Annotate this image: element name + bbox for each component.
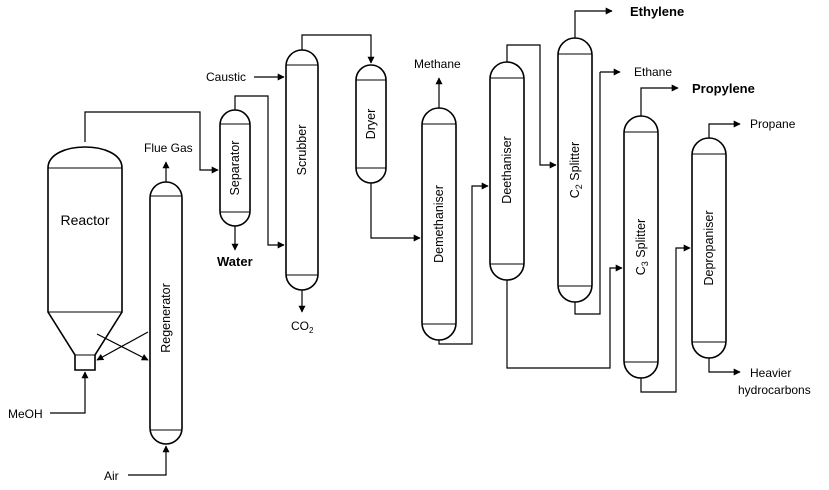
catalyst-to-regenerator-line [96, 333, 149, 361]
meoh-line [50, 371, 89, 414]
meoh-label: MeOH [8, 407, 43, 421]
regenerator: Regenerator [149, 181, 183, 445]
propane-line [708, 120, 741, 138]
catalyst-to-reactor-line [96, 331, 149, 361]
co2-label: CO2 [291, 319, 314, 335]
scrubber-to-dryer-line [301, 34, 375, 64]
c2-splitter-label-sub: 2 [574, 184, 584, 189]
ethane-bottoms-line [574, 72, 601, 315]
dryer-to-demethaniser-line [370, 183, 421, 242]
methane-label: Methane [414, 57, 461, 71]
demethaniser: Demethaniser [421, 107, 457, 341]
depropaniser-label: Depropaniser [702, 210, 716, 285]
co2-label-sub: 2 [309, 326, 314, 335]
c3-splitter-label-sub: 3 [640, 261, 650, 266]
propylene-line [640, 84, 679, 116]
separator-label: Separator [228, 141, 242, 196]
dryer: Dryer [355, 64, 387, 184]
c3-splitter: C3 Splitter [623, 115, 659, 379]
reactor-label: Reactor [60, 212, 109, 228]
flue-gas-label: Flue Gas [144, 141, 193, 155]
deethaniser-label: Deethaniser [500, 136, 514, 203]
heavier-hydrocarbons-line [708, 358, 741, 376]
separator-to-scrubber-line [234, 95, 285, 249]
co2-label-prefix: CO [291, 319, 309, 333]
c2-splitter-label-suffix: Splitter [568, 142, 582, 184]
c3-splitter-label-suffix: Splitter [634, 219, 648, 261]
demethaniser-label: Demethaniser [432, 185, 446, 263]
deethaniser-to-c2-splitter-line [506, 44, 557, 169]
caustic-label: Caustic [206, 70, 246, 84]
reactor: Reactor [47, 146, 123, 371]
ethylene-label: Ethylene [630, 4, 684, 19]
propane-label: Propane [750, 117, 796, 131]
air-label: Air [104, 469, 119, 483]
scrubber: Scrubber [285, 49, 319, 291]
separator: Separator [219, 109, 251, 227]
c2-splitter-label-prefix: C [568, 189, 582, 198]
demethaniser-to-deethaniser-line [438, 182, 489, 345]
ethane-label: Ethane [634, 65, 672, 79]
ethylene-line [574, 7, 613, 38]
c3-splitter-label-prefix: C [634, 266, 648, 275]
water-label: Water [217, 254, 253, 269]
c2-splitter-label: C2 Splitter [568, 142, 584, 198]
dryer-label: Dryer [364, 109, 378, 140]
air-line [128, 445, 170, 476]
heavier-label-line1: Heavier [750, 366, 791, 380]
c2-splitter: C2 Splitter [557, 37, 593, 303]
heavier-label-line2: hydrocarbons [738, 383, 811, 397]
deethaniser-to-c3-splitter-line [506, 264, 623, 369]
reactor-to-separator-line [84, 111, 219, 174]
regenerator-label: Regenerator [159, 283, 173, 353]
deethaniser: Deethaniser [489, 61, 525, 281]
c3-splitter-label: C3 Splitter [634, 219, 650, 275]
propylene-label: Propylene [692, 81, 755, 96]
c3-splitter-to-depropaniser-line [640, 244, 691, 393]
scrubber-label: Scrubber [295, 125, 309, 176]
depropaniser: Depropaniser [691, 137, 727, 359]
